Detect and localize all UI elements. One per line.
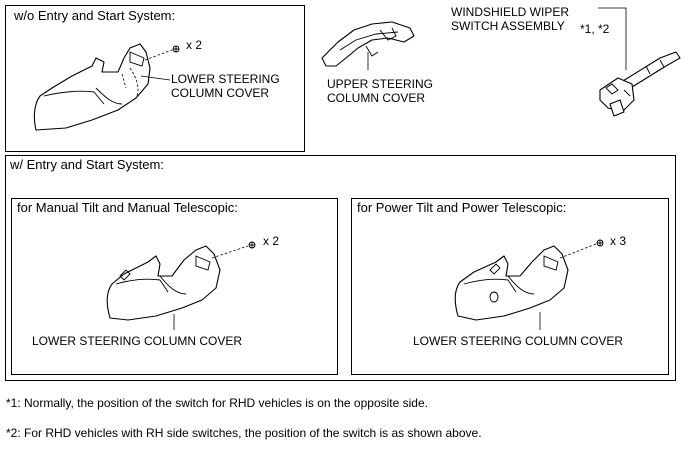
footnote-2: *2: For RHD vehicles with RH side switch… (6, 426, 482, 440)
upper-cover-label-2: COLUMN COVER (327, 91, 426, 105)
wo-entry-lower-cover-label-1: LOWER STEERING (171, 72, 280, 86)
wiper-switch-label-2: SWITCH ASSEMBLY (451, 19, 565, 33)
upper-cover-label-1: UPPER STEERING (327, 77, 434, 91)
wiper-switch-note-ref: *1, *2 (580, 22, 610, 36)
wo-entry-qty: x 2 (186, 38, 203, 52)
manual-tilt-panel: for Manual Tilt and Manual Telescopic: (11, 198, 338, 375)
wo-entry-title: w/o Entry and Start System: (14, 8, 176, 23)
footnote-1: *1: Normally, the position of the switch… (6, 396, 428, 410)
w-entry-title: w/ Entry and Start System: (10, 157, 164, 172)
power-tilt-lower-cover-label: LOWER STEERING COLUMN COVER (413, 334, 624, 348)
power-tilt-panel: for Power Tilt and Power Telescopic: (351, 198, 669, 375)
power-tilt-title: for Power Tilt and Power Telescopic: (357, 200, 567, 215)
manual-tilt-qty: x 2 (263, 234, 280, 248)
wiper-switch-label-1: WINDSHIELD WIPER (451, 5, 570, 19)
manual-tilt-lower-cover-label: LOWER STEERING COLUMN COVER (32, 334, 243, 348)
w-entry-panel: w/ Entry and Start System: (5, 155, 676, 381)
wo-entry-panel: w/o Entry and Start System: (5, 5, 305, 152)
wo-entry-lower-cover-label-2: COLUMN COVER (171, 86, 270, 100)
manual-tilt-title: for Manual Tilt and Manual Telescopic: (17, 200, 238, 215)
power-tilt-qty: x 3 (610, 234, 627, 248)
